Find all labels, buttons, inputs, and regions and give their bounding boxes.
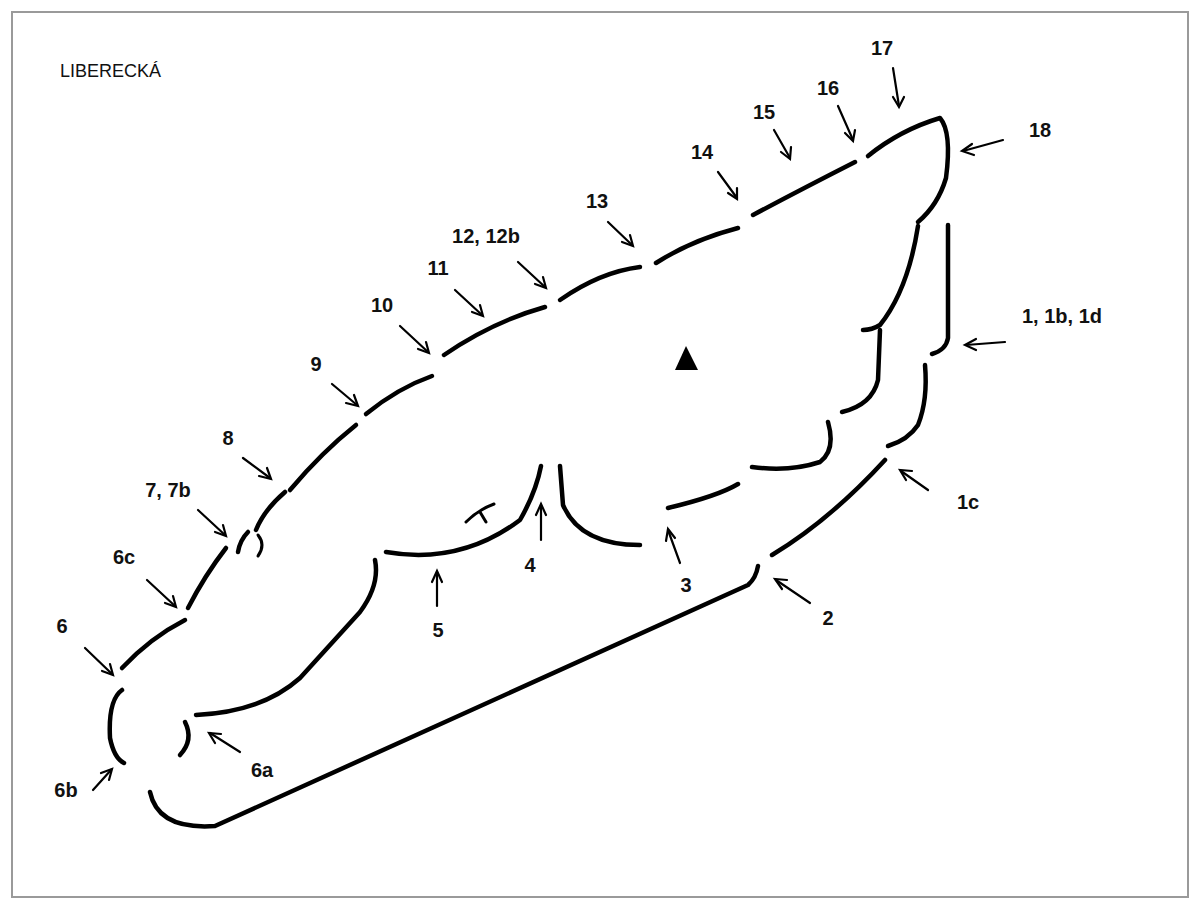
title: LIBERECKÁ — [60, 62, 161, 80]
leader-arrows — [85, 68, 1005, 790]
callout-number: 2 — [822, 608, 833, 628]
callout-number: 8 — [222, 428, 233, 448]
callout-number: 7, 7b — [145, 480, 191, 500]
callout-number: 11 — [427, 258, 448, 278]
callout-number: 6c — [113, 547, 135, 567]
callout-number: 17 — [871, 38, 893, 58]
callout-number: 3 — [680, 575, 691, 595]
callout-number: 13 — [586, 191, 608, 211]
callout-number: 14 — [691, 142, 713, 162]
callout-number: 6 — [56, 616, 67, 636]
callout-number: 18 — [1029, 120, 1051, 140]
callout-number: 10 — [371, 295, 393, 315]
callout-number: 1, 1b, 1d — [1022, 306, 1102, 326]
callout-number: 16 — [817, 78, 839, 98]
callout-number: 9 — [310, 354, 321, 374]
rock-outline — [110, 118, 948, 826]
callout-number: 4 — [524, 555, 535, 575]
callout-number: 5 — [432, 620, 443, 640]
callout-number: 15 — [753, 102, 775, 122]
callout-number: 6a — [251, 760, 273, 780]
callout-number: 12, 12b — [452, 226, 520, 246]
callout-number: 1c — [957, 492, 979, 512]
callout-number: 6b — [54, 780, 77, 800]
frame — [12, 12, 1188, 897]
summit-triangle — [675, 346, 698, 370]
